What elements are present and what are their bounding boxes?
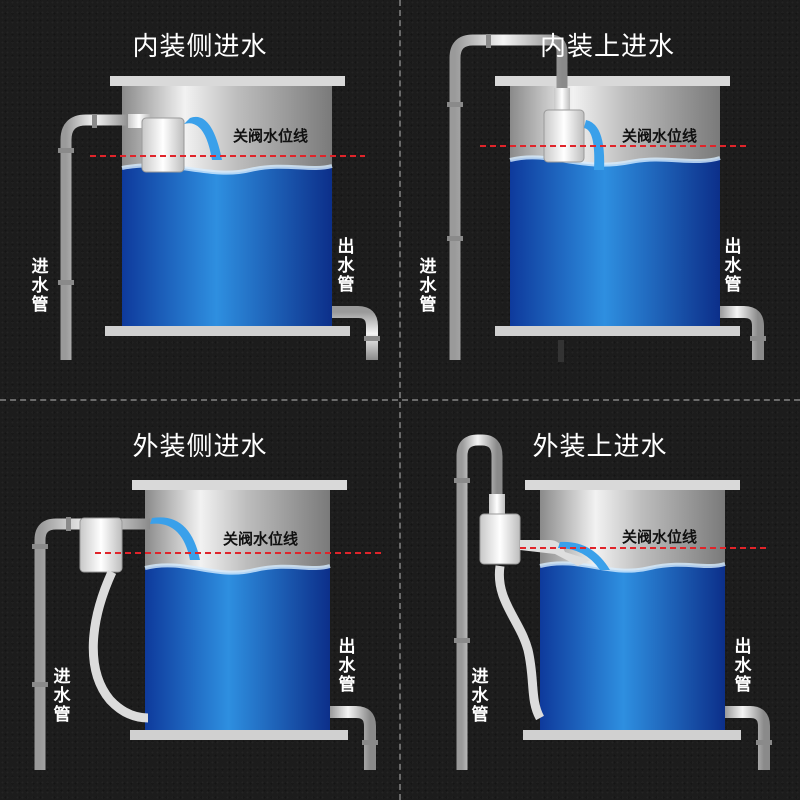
connector-hose [494,565,545,721]
inlet-pipe [449,34,568,360]
outlet-pipe [330,706,376,770]
inlet-pipe [60,114,130,360]
pipe-clamp [447,102,463,107]
level-label: 关阀水位线 [622,127,698,145]
panel-inner-top-drawing [447,34,766,362]
pipe-clamp [756,740,772,745]
pipe-clamp [32,544,48,549]
inlet-pipe [456,434,503,770]
pipe-clamp [66,517,71,531]
outlet-spout [520,540,590,566]
tank-water [540,563,725,730]
float-valve [141,117,185,173]
tank-top-rim [525,480,740,490]
outlet-pipe [332,306,378,360]
panel-inner-top: 内装上进水 关阀水位线 进 水 管 出 水 管 [400,0,800,400]
level-label: 关阀水位线 [233,127,309,145]
float-valve [479,513,521,565]
panel-outer-side-drawing [32,480,385,770]
drain-stub [558,340,564,362]
tank-top-rim [495,76,730,86]
water-surface [144,563,331,575]
tank-water [122,165,332,326]
tank-water [145,565,330,730]
level-label: 关阀水位线 [622,528,698,546]
panel-divider-horizontal [0,399,800,401]
float-valve [79,517,123,573]
panel-title: 外装侧进水 [132,432,268,462]
panel-outer-side: 外装侧进水 关阀水位线 进 水 管 出 水 管 [0,400,400,800]
tank-bottom-rim [130,730,348,740]
panel-inner-side-drawing [58,76,380,360]
outlet-label: 出 水 管 [724,237,742,295]
panel-inner-side: 内装侧进水 关阀水位线 进 水 管 出 水 管 [0,0,400,400]
tank-bottom-rim [523,730,741,740]
valve-inlet-joint [554,88,570,110]
tank-top-rim [132,480,347,490]
tank-top-rim [110,76,345,86]
panel-title: 内装侧进水 [132,32,268,62]
pipe-clamp [32,682,48,687]
level-label: 关阀水位线 [223,530,299,548]
pipe-clamp [486,34,491,48]
pipe-clamp [364,336,380,341]
pipe-clamp [362,740,378,745]
panel-outer-top-drawing [454,434,772,770]
inlet-label: 进 水 管 [471,667,489,725]
water-surface [509,155,721,167]
water-stream [150,517,200,560]
outlet-pipe [725,706,770,770]
panel-title: 外装上进水 [532,432,668,462]
pipe-clamp [750,336,766,341]
pipe-clamp [92,114,97,128]
outlet-label: 出 水 管 [338,637,356,695]
outlet-pipe [720,306,764,360]
pipe-clamp [454,638,470,643]
float-valve [543,109,585,163]
inlet-label: 进 水 管 [419,257,437,315]
inlet-pipe [34,518,150,770]
inlet-label: 进 水 管 [53,667,71,725]
tank-bottom-rim [105,326,350,336]
valve-inlet-joint [489,494,505,516]
pipe-clamp [454,478,470,483]
outlet-label: 出 水 管 [337,237,355,295]
pipe-clamp [447,236,463,241]
panel-title: 内装上进水 [540,32,676,62]
water-surface [539,561,726,573]
panel-outer-top: 外装上进水 关阀水位线 进 水 管 出 水 管 [400,400,800,800]
tank-water [510,157,720,326]
outlet-label: 出 水 管 [734,637,752,695]
inlet-label: 进 水 管 [31,257,49,315]
water-stream [184,116,222,160]
tank-bottom-rim [495,326,740,336]
connector-hose [88,570,149,723]
pipe-clamp [58,280,74,285]
pipe-clamp [58,148,74,153]
